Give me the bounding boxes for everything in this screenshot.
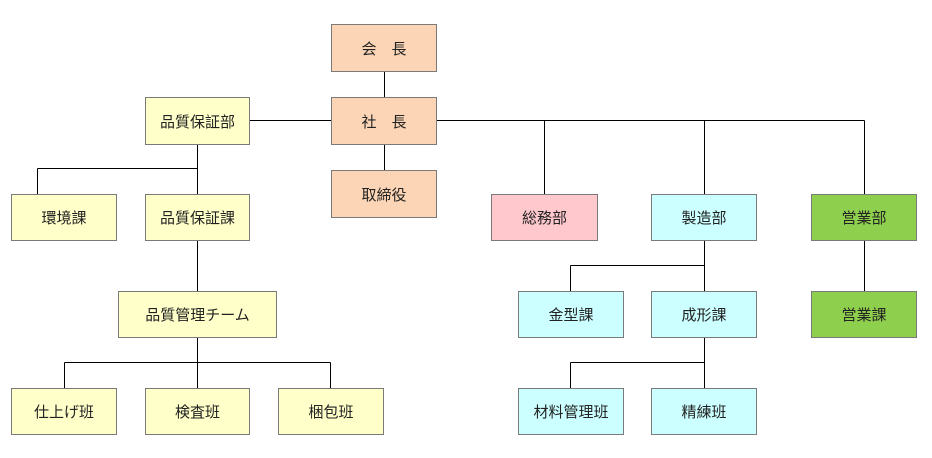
pack-group-box: 梱包班 (278, 388, 384, 435)
finish-group-box: 仕上げ班 (11, 388, 117, 435)
mfg-dept-box: 製造部 (651, 194, 757, 241)
inspect-group-box: 検査班 (145, 388, 250, 435)
general-affairs-box: 総務部 (491, 194, 598, 241)
env-section-box: 環境課 (11, 194, 117, 241)
qa-dept-box: 品質保証部 (145, 97, 250, 145)
mold-section-box: 金型課 (518, 291, 624, 338)
qa-section-box: 品質保証課 (145, 194, 250, 241)
president-box: 社 長 (331, 97, 437, 145)
sales-dept-box: 営業部 (811, 194, 917, 241)
forming-section-box: 成形課 (651, 291, 757, 338)
qm-team-box: 品質管理チーム (118, 291, 277, 338)
material-group-box: 材料管理班 (518, 388, 624, 435)
sales-section-box: 営業課 (811, 291, 917, 338)
director-box: 取締役 (331, 170, 437, 218)
refine-group-box: 精練班 (651, 388, 757, 435)
chairman-box: 会 長 (331, 24, 437, 72)
